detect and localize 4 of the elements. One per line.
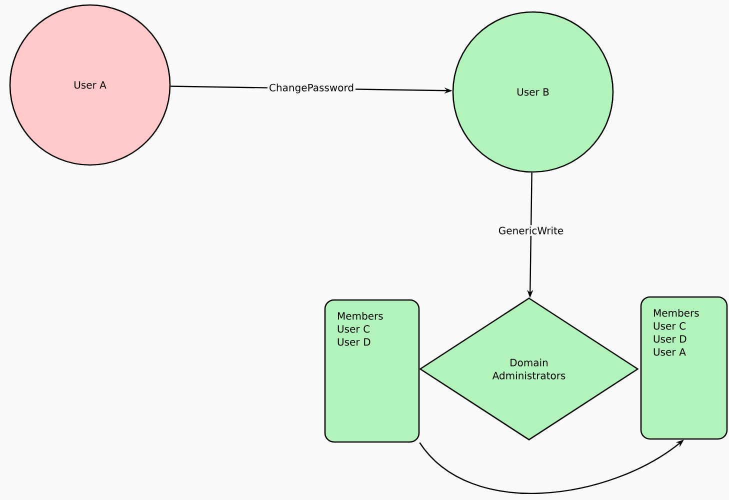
edge-label: ChangePassword	[268, 82, 356, 95]
members-box: Members User C User D User A	[640, 296, 728, 440]
edge-label: GenericWrite	[496, 225, 566, 236]
members-box: Members User C User D	[324, 299, 420, 443]
